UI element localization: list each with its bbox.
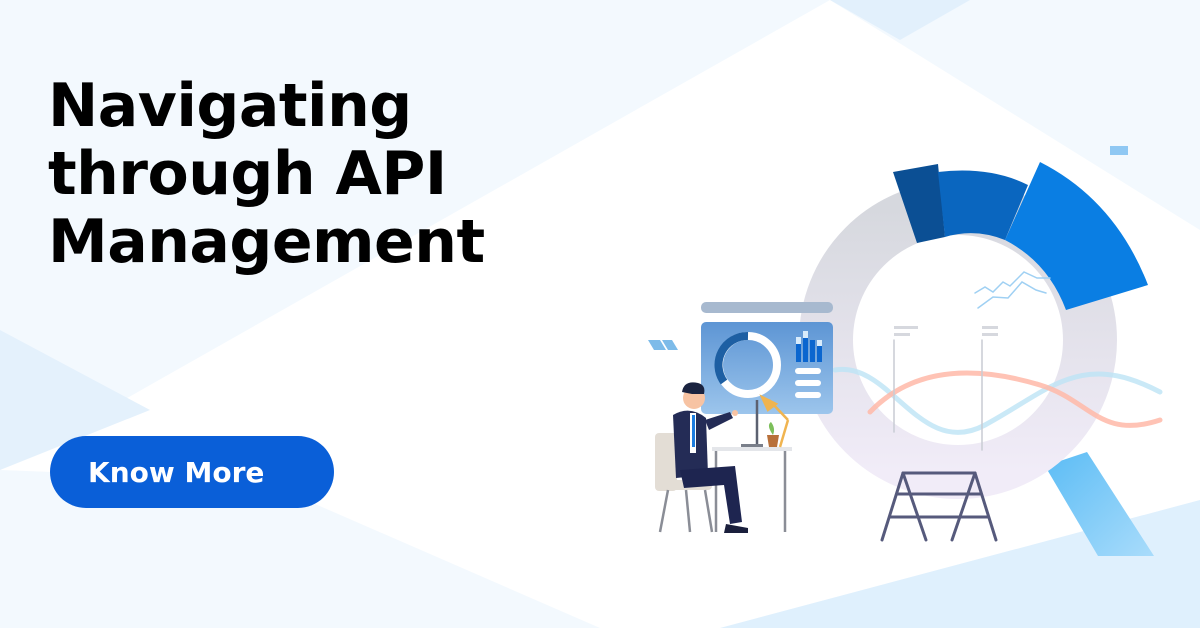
magnifier-icon bbox=[1045, 452, 1154, 556]
potted-plant-icon bbox=[767, 422, 779, 447]
person-at-desk-icon bbox=[673, 382, 748, 533]
page-title: Navigating through API Management bbox=[48, 72, 485, 276]
desk-lamp-icon bbox=[759, 394, 790, 448]
easel-stand-icon bbox=[880, 471, 998, 542]
dashboard-screen-icon bbox=[701, 302, 833, 414]
decor-chip-icon bbox=[1110, 146, 1128, 155]
headline-line-1: Navigating bbox=[48, 71, 412, 141]
desk-icon bbox=[712, 400, 792, 532]
headline-line-3: Management bbox=[48, 207, 485, 277]
line-chart-icon bbox=[832, 271, 1163, 451]
bar-chart-icon bbox=[796, 331, 822, 362]
decor-slash-icon bbox=[648, 340, 666, 350]
know-more-button[interactable]: Know More bbox=[50, 436, 334, 508]
headline-line-2: through API bbox=[48, 139, 447, 209]
